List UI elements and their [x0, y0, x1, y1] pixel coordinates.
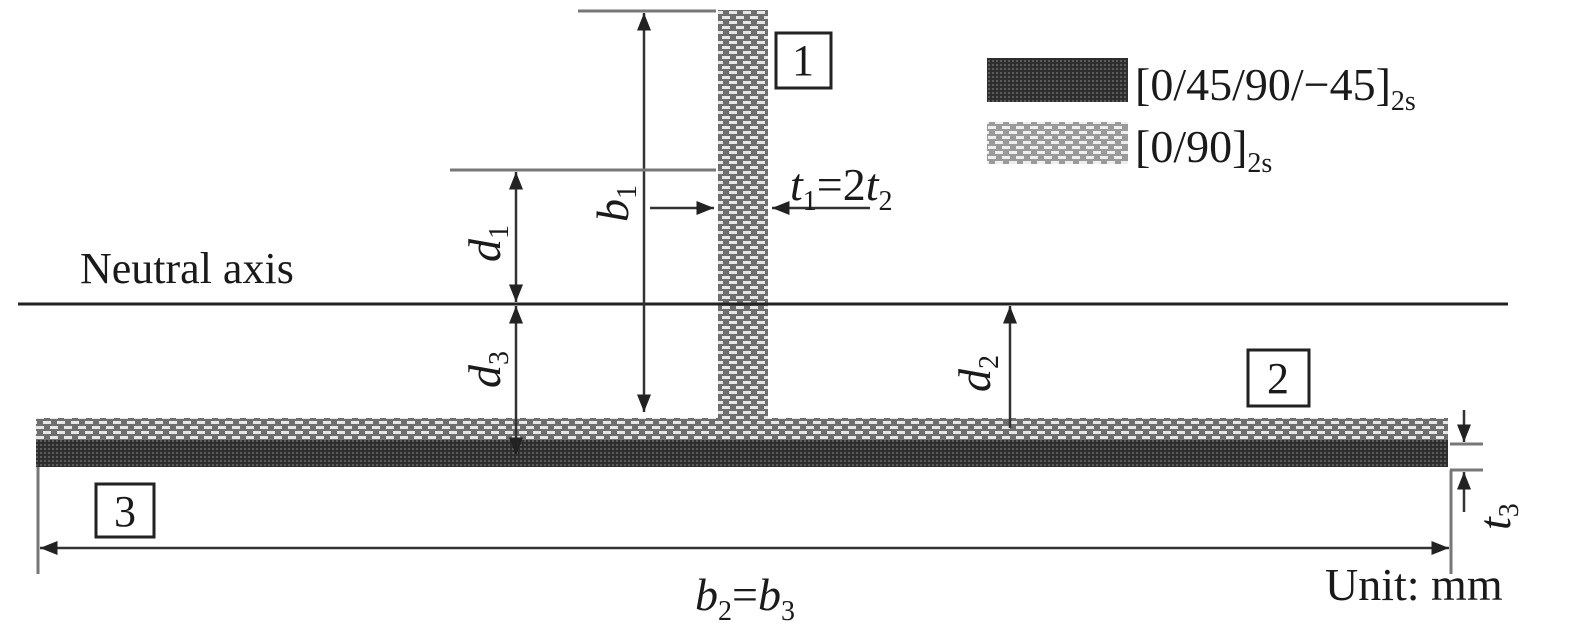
part-2-box: [1246, 348, 1311, 408]
t1-label: t1=2t2: [790, 159, 893, 217]
part-1-box: [774, 31, 833, 90]
part-3-box: [94, 482, 156, 539]
part-1-label: 1: [792, 36, 814, 85]
part-3-label: 3: [114, 487, 136, 536]
web-laminate: [718, 10, 768, 418]
d2-label: d2: [949, 355, 1005, 392]
b1-label: b1: [587, 185, 643, 222]
legend-swatch-dark: [987, 58, 1128, 102]
flange-laminate-light: [36, 418, 1448, 440]
legend-label-light: [0/90]2s: [1135, 121, 1272, 179]
legend-label-dark: [0/45/90/−45]2s: [1135, 59, 1416, 117]
legend-swatch-light: [987, 122, 1128, 164]
flange-laminate-dark: [36, 440, 1448, 467]
d3-label: d3: [459, 351, 515, 388]
unit-label: Unit: mm: [1325, 559, 1503, 610]
d1-label: d1: [459, 225, 515, 262]
t3-label: t3: [1469, 503, 1525, 530]
part-2-label: 2: [1267, 354, 1289, 403]
b2-b3-label: b2=b3: [695, 569, 795, 627]
neutral-axis-label: Neutral axis: [80, 244, 294, 293]
